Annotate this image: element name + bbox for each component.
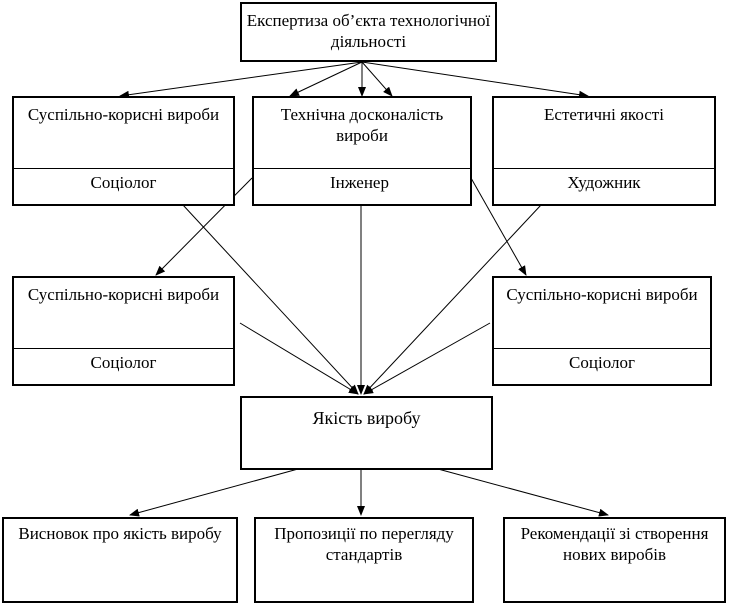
role-label: Інженер <box>330 173 389 192</box>
role-label: Соціолог <box>90 173 157 192</box>
box-yakist-title: Якість виробу <box>312 408 421 428</box>
arrow-tekhnichna-to-right-box <box>470 177 527 276</box>
box-title: Суспільно-корисні вироби <box>27 105 220 124</box>
divider-line <box>494 348 710 349</box>
arrow-yakist-to-vysnovok <box>129 468 299 517</box>
arrow-top-to-tekhnichna-right <box>361 61 393 97</box>
box-tekhnichna-doskonalist: Технічна досконалість вироби Інженер <box>252 96 472 206</box>
box-ekspertyza-title: Експертиза об’єкта технологічної діяльно… <box>246 11 491 51</box>
box-title: Суспільно-корисні вироби <box>27 285 220 304</box>
box-propozytsii-title: Пропозиції по перегляду стандартів <box>274 524 454 564</box>
box-suspilno-koryni-1: Суспільно-корисні вироби Соціолог <box>12 96 235 206</box>
divider-line <box>14 168 233 169</box>
box-propozytsii: Пропозиції по перегляду стандартів <box>254 517 474 603</box>
arrow-estetychni-to-yakist <box>363 204 542 395</box>
box-estetychni-yakosti: Естетичні якості Художник <box>492 96 716 206</box>
arrow-left-box-to-yakist <box>239 322 359 395</box>
role-label: Соціолог <box>90 353 157 372</box>
box-suspilno-koryni-2: Суспільно-корисні вироби Соціолог <box>12 276 235 386</box>
box-vysnovok-title: Висновок про якість виробу <box>18 524 222 543</box>
box-suspilno-koryni-3: Суспільно-корисні вироби Соціолог <box>492 276 712 386</box>
arrow-suspilno-to-yakist <box>182 204 359 395</box>
divider-line <box>494 168 714 169</box>
box-yakist-vyrobu: Якість виробу <box>240 396 493 470</box>
divider-line <box>14 348 233 349</box>
box-title: Суспільно-корисні вироби <box>506 285 698 304</box>
box-rekomendatsii-title: Рекомендації зі створення нових виробів <box>520 524 709 564</box>
arrow-top-to-estetychni <box>361 61 589 99</box>
arrow-yakist-to-rekomendatsii <box>437 468 609 517</box>
divider-line <box>254 168 470 169</box>
arrow-right-box-to-yakist <box>363 322 491 395</box>
arrow-tekhnichna-to-left-box <box>155 177 253 276</box>
box-title: Естетичні якості <box>544 105 664 124</box>
box-ekspertyza: Експертиза об’єкта технологічної діяльно… <box>240 2 497 62</box>
arrow-top-to-suspilno <box>119 61 363 99</box>
box-rekomendatsii: Рекомендації зі створення нових виробів <box>503 517 726 603</box>
box-vysnovok: Висновок про якість виробу <box>2 517 238 603</box>
role-label: Художник <box>567 173 641 192</box>
arrow-top-to-tekhnichna <box>289 61 363 97</box>
box-title: Технічна досконалість вироби <box>280 105 444 145</box>
role-label: Соціолог <box>569 353 635 372</box>
